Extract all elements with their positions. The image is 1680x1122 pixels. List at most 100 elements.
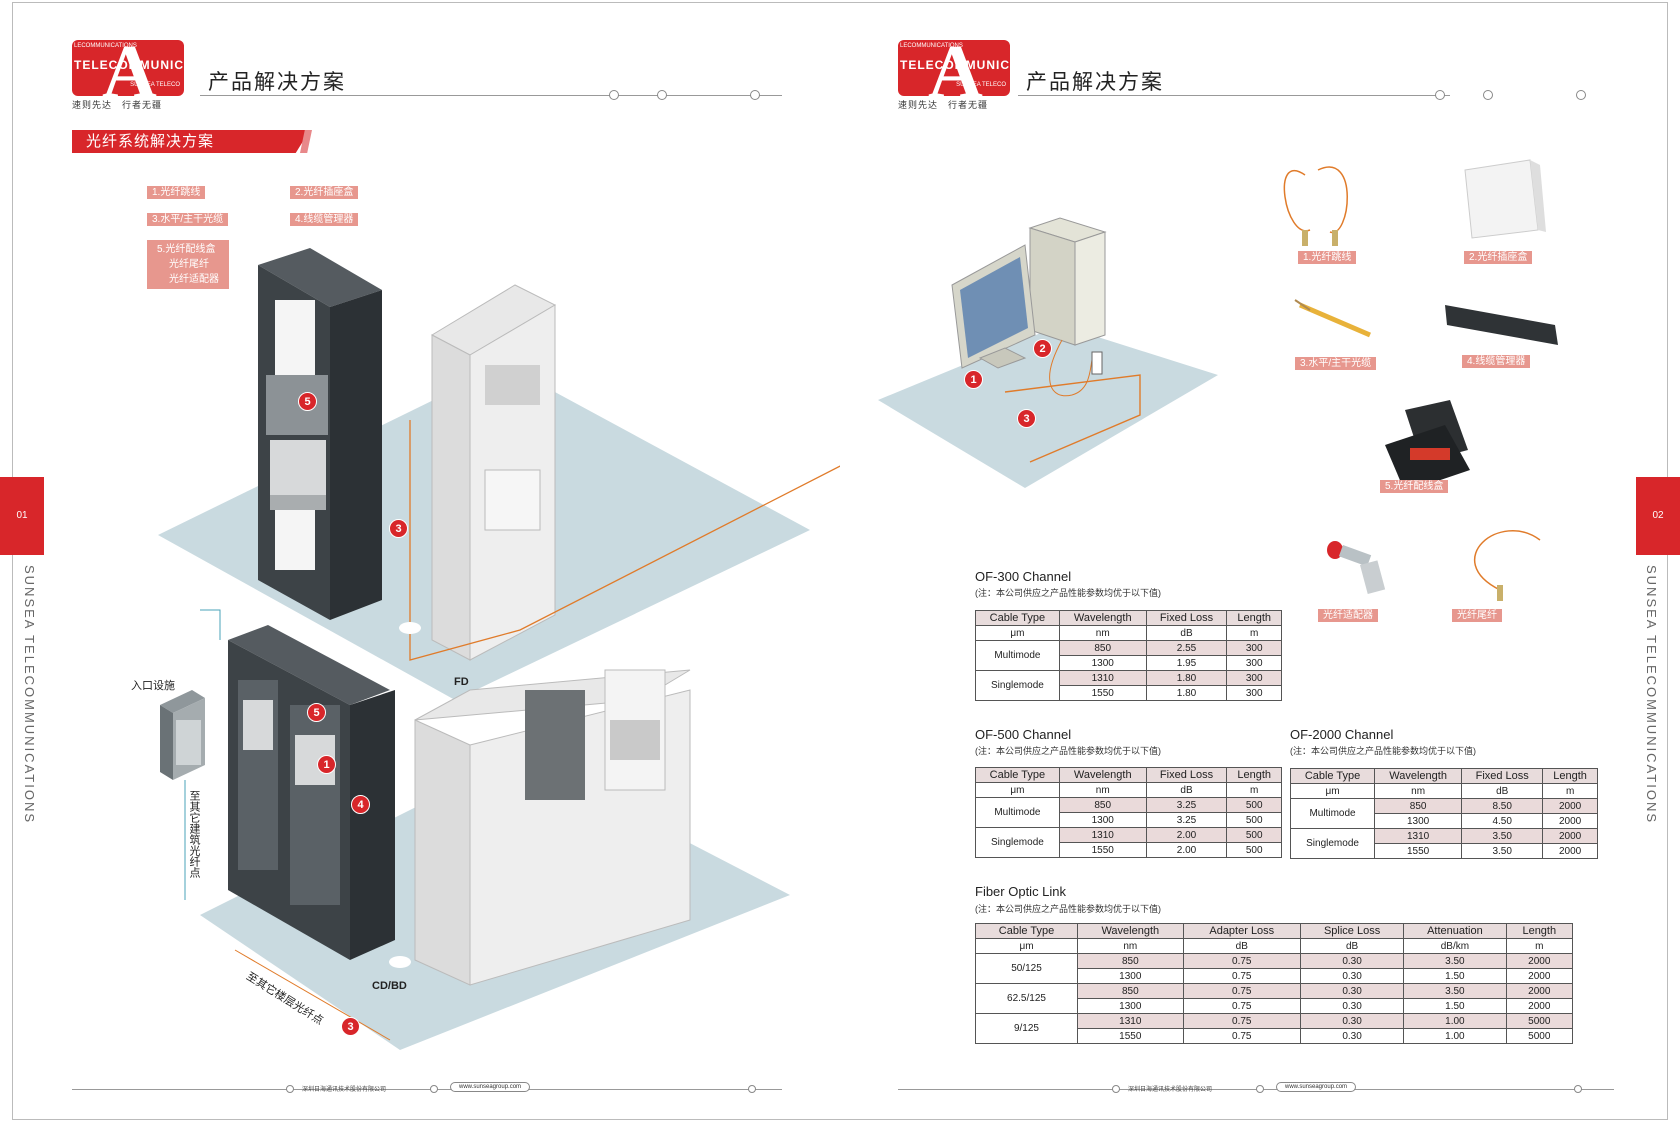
table-unit: nm	[1058, 782, 1147, 798]
table-cell: 0.30	[1299, 1013, 1405, 1029]
table-unit: μm	[975, 782, 1060, 798]
table-cell: 1550	[1058, 685, 1147, 701]
table-cell: 300	[1226, 670, 1282, 686]
table-cell: 300	[1226, 685, 1282, 701]
right-page: LECOMMUNICATIONS TELECOMMUNICATI A SUNSE…	[840, 0, 1680, 1122]
callout-4: 4	[351, 795, 370, 814]
table-cell: 3.50	[1403, 953, 1507, 969]
table-unit: dB	[1299, 938, 1405, 954]
of2000-table: Cable Type Wavelength Fixed Loss Length …	[1289, 768, 1598, 859]
product-adapter-image	[1327, 541, 1386, 594]
table-row: Multimode 850 2.55 300	[975, 640, 1282, 671]
table-row: Singlemode 1310 3.50 2000	[1289, 828, 1598, 859]
fiber-link-table: Cable Type Wavelength Adapter Loss Splic…	[975, 923, 1574, 1044]
table-cell: 0.75	[1182, 1028, 1301, 1044]
of300-note: (注：本公司供应之产品性能参数均优于以下值)	[975, 588, 1161, 598]
floor-cable-hole	[401, 683, 419, 693]
pc-monitor	[951, 244, 1036, 369]
table-cell: 850	[1058, 640, 1147, 656]
header-dot	[657, 90, 667, 100]
logo-slogan: 速则先达 行者无疆	[898, 100, 989, 110]
header-dot	[750, 90, 760, 100]
of2000-note: (注：本公司供应之产品性能参数均优于以下值)	[1290, 746, 1476, 756]
header-dot	[1576, 90, 1586, 100]
section-banner: 光纤系统解决方案	[72, 130, 310, 153]
header-dot	[1435, 90, 1445, 100]
table-unit: m	[1226, 782, 1282, 798]
logo-mark: LECOMMUNICATIONS TELECOMMUNICATI A SUNSE…	[898, 40, 1010, 96]
footer-dot	[1256, 1085, 1264, 1093]
product-cable-manager-image	[1445, 305, 1558, 345]
legend-tag-2: 2.光纤插座盒	[290, 186, 359, 199]
entrance-cable	[200, 609, 221, 640]
table-cell: 1310	[1374, 828, 1463, 844]
entrance-facility-box	[160, 690, 205, 780]
product-pigtail-image	[1473, 530, 1541, 601]
lower-light-racks	[414, 669, 691, 986]
table-unit: dB	[1145, 782, 1228, 798]
table-cell-type: 50/125	[975, 953, 1078, 984]
table-cell: 2.55	[1145, 640, 1228, 656]
legend-tag-4: 4.线缆管理器	[290, 213, 359, 226]
table-row: Multimode 850 8.50 2000	[1289, 798, 1598, 829]
table-cell: 1.00	[1403, 1013, 1507, 1029]
footer-dot	[430, 1085, 438, 1093]
product-cable-image	[1294, 299, 1371, 338]
table-cell: 1310	[1076, 1013, 1184, 1029]
table-row: 1550 3.50 2000	[1291, 843, 1598, 859]
table-header: Cable Type	[1289, 768, 1376, 784]
upper-light-racks	[430, 284, 557, 661]
table-cell: 1550	[1058, 842, 1147, 858]
backbone-fiber-cable	[409, 420, 840, 661]
table-cell: 500	[1226, 797, 1282, 813]
table-header: Wavelength	[1076, 923, 1184, 939]
table-unit: m	[1226, 625, 1282, 641]
page-title: 产品解决方案	[208, 71, 346, 94]
table-cell: 850	[1076, 983, 1184, 999]
callout-3: 3	[389, 519, 408, 538]
table-header: Wavelength	[1058, 610, 1147, 626]
link-title: Fiber Optic Link	[975, 884, 1067, 899]
table-unit: μm	[975, 625, 1060, 641]
table-cell: 500	[1226, 812, 1282, 828]
table-cell: 8.50	[1461, 798, 1544, 814]
logo-letter-a: A	[102, 40, 157, 96]
table-cell: 0.30	[1299, 953, 1405, 969]
legend-tag-1: 1.光纤跳线	[147, 186, 206, 199]
table-cell: 0.75	[1182, 953, 1301, 969]
page-number-tab: 02	[1636, 477, 1680, 555]
floor-cable-hole	[389, 956, 411, 968]
table-cell: 1300	[1058, 655, 1147, 671]
footer-dot	[748, 1085, 756, 1093]
table-cell: 1.50	[1403, 998, 1507, 1014]
table-header: Fixed Loss	[1461, 768, 1544, 784]
page-number-tab: 01	[0, 477, 44, 555]
callout-5: 5	[307, 703, 326, 722]
table-cell: 3.50	[1403, 983, 1507, 999]
footer-company: 深圳日海通讯技术股份有限公司	[1128, 1087, 1213, 1093]
table-cell: 0.30	[1299, 968, 1405, 984]
product-label-cable-manager: 4.线缆管理器	[1462, 355, 1531, 368]
callout-5: 5	[298, 392, 317, 411]
table-row: 62.5/125 850 0.75 0.30 3.50 2000	[975, 983, 1574, 1014]
table-cell: 1.80	[1145, 670, 1228, 686]
outlet-box	[1091, 351, 1103, 375]
table-unit: dB	[1145, 625, 1228, 641]
table-cell: 1.00	[1403, 1028, 1507, 1044]
table-cell: 500	[1226, 842, 1282, 858]
header-dot	[1483, 90, 1493, 100]
table-cell: 4.50	[1461, 813, 1544, 829]
footer-dot	[1574, 1085, 1582, 1093]
table-cell: 850	[1076, 953, 1184, 969]
logo-sub-text: SUNSEA TELECO	[130, 82, 180, 88]
product-patch-cord-image	[1283, 166, 1348, 246]
table-cell: 2.00	[1145, 842, 1228, 858]
table-cell-type: Singlemode	[975, 827, 1060, 858]
table-row: 1300 4.50 2000	[1291, 813, 1598, 829]
footer-url: www.sunseagroup.com	[1276, 1082, 1357, 1092]
table-cell: 500	[1226, 827, 1282, 843]
table-header: Cable Type	[975, 610, 1060, 626]
table-header: Splice Loss	[1299, 923, 1405, 939]
table-header: Length	[1226, 767, 1282, 783]
callout-3: 3	[1017, 409, 1036, 428]
